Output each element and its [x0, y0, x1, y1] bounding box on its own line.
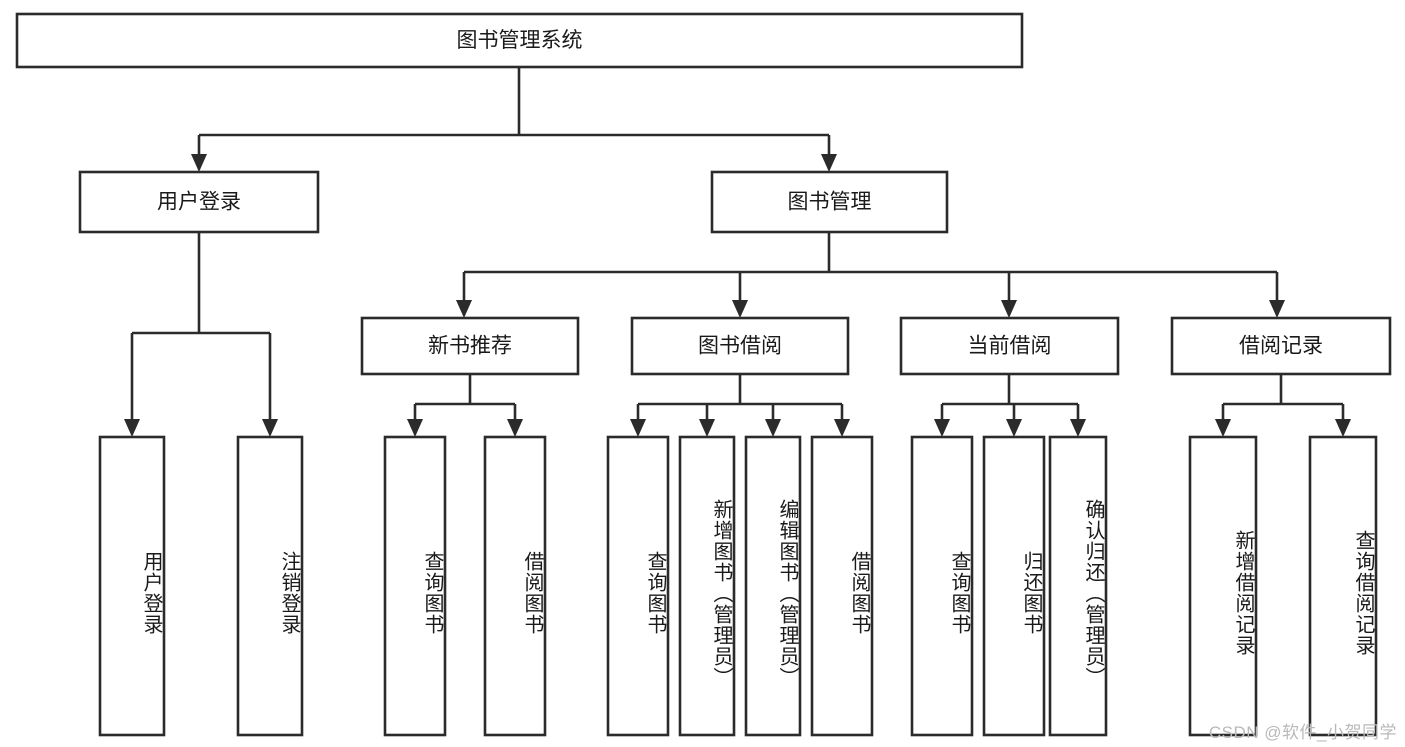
- node-label-root: 图书管理系统: [457, 29, 583, 52]
- arrow-head-icon: [1070, 419, 1086, 437]
- node-box-leaf-user-login[interactable]: [98, 435, 166, 737]
- arrow-head-icon: [765, 419, 781, 437]
- node-label-user-login: 用户登录: [157, 191, 241, 214]
- node-label-book-borrow: 图书借阅: [698, 335, 782, 358]
- node-box-leaf-edit-book[interactable]: [744, 435, 802, 737]
- node-box-leaf-confirm-return[interactable]: [1048, 435, 1108, 737]
- node-box-book-borrow[interactable]: [630, 316, 850, 376]
- node-box-leaf-add-record[interactable]: [1188, 435, 1258, 737]
- node-label-new-book-recommend: 新书推荐: [428, 335, 512, 358]
- arrow-head-icon: [1215, 419, 1231, 437]
- arrow-head-icon: [1269, 300, 1285, 318]
- arrow-head-icon: [456, 300, 472, 318]
- arrow-head-icon: [834, 419, 850, 437]
- node-box-user-login[interactable]: [78, 170, 320, 234]
- arrow-head-icon: [732, 300, 748, 318]
- node-box-leaf-query-book-3[interactable]: [910, 435, 974, 737]
- arrow-head-icon: [630, 419, 646, 437]
- node-box-leaf-add-book[interactable]: [678, 435, 736, 737]
- node-box-current-borrow[interactable]: [899, 316, 1120, 376]
- boxes-layer: [15, 12, 1392, 737]
- node-box-book-manage[interactable]: [710, 170, 949, 234]
- arrow-head-icon: [934, 419, 950, 437]
- arrow-head-icon: [1335, 419, 1351, 437]
- node-box-leaf-borrow-book-1[interactable]: [483, 435, 547, 737]
- arrow-head-icon: [1006, 419, 1022, 437]
- node-label-borrow-record: 借阅记录: [1239, 335, 1323, 358]
- node-box-root[interactable]: [15, 12, 1024, 69]
- node-label-current-borrow: 当前借阅: [968, 335, 1052, 358]
- node-box-new-book-recommend[interactable]: [360, 316, 580, 376]
- arrow-head-icon: [262, 419, 278, 437]
- node-label-book-manage: 图书管理: [788, 191, 872, 214]
- watermark-text: CSDN @软件_小贺同学: [1208, 723, 1397, 742]
- node-box-leaf-logout[interactable]: [236, 435, 304, 737]
- node-box-borrow-record[interactable]: [1170, 316, 1392, 376]
- arrow-head-icon: [699, 419, 715, 437]
- node-box-leaf-query-book-1[interactable]: [383, 435, 447, 737]
- connectors-layer: [124, 67, 1351, 437]
- arrow-head-icon: [1001, 300, 1017, 318]
- node-box-leaf-query-record[interactable]: [1308, 435, 1378, 737]
- node-box-leaf-query-book-2[interactable]: [606, 435, 670, 737]
- arrow-head-icon: [407, 419, 423, 437]
- arrow-head-icon: [191, 154, 207, 172]
- node-box-leaf-borrow-book-2[interactable]: [810, 435, 874, 737]
- arrow-head-icon: [124, 419, 140, 437]
- arrow-head-icon: [821, 154, 837, 172]
- arrow-head-icon: [507, 419, 523, 437]
- node-box-leaf-return-book[interactable]: [982, 435, 1046, 737]
